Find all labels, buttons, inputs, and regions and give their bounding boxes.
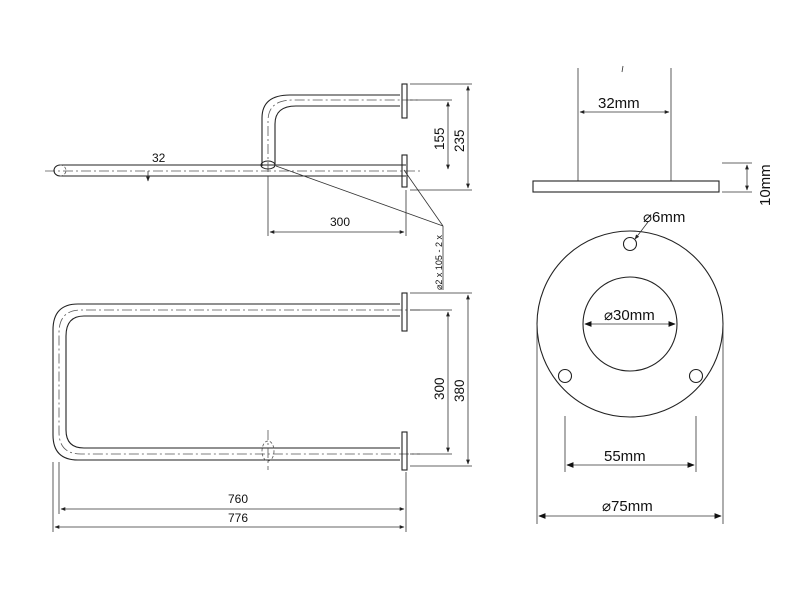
dim-thick-label: 10mm	[757, 164, 774, 206]
dim-diameter-label: ⌀75mm	[602, 498, 653, 515]
front-flange-upper	[401, 292, 408, 332]
dim-length-inner-label: 760	[228, 492, 248, 506]
screw-hole-top	[622, 236, 638, 252]
screw-leader-1	[275, 165, 444, 227]
tube-end-cap	[53, 164, 61, 177]
flange-upper	[401, 83, 408, 119]
tube-end-hidden	[59, 164, 67, 177]
dim-hole-label: ⌀6mm	[643, 209, 685, 226]
u-bar-outer	[52, 303, 400, 461]
dim-front-inner-label: 300	[432, 377, 447, 400]
flange-front-view: ⌀6mm ⌀30mm 55mm ⌀75mm	[536, 209, 724, 524]
screw-leader-2	[403, 169, 444, 227]
upper-arm-centerline	[267, 99, 420, 172]
dim-depth-label: 300	[330, 215, 350, 229]
dim-length-outer-label: 776	[228, 511, 248, 525]
screw-hole-right	[688, 368, 704, 384]
dim-height-inner-label: 155	[432, 127, 447, 150]
top-view: 32 300 155 235 ⌀2 x 105 - 2 x	[45, 83, 472, 290]
u-bar-centerline	[58, 309, 420, 455]
tube-break-mark	[621, 65, 624, 73]
dim-hole-leader	[634, 221, 649, 240]
front-flange-lower	[401, 431, 408, 471]
upper-arm-inner	[274, 105, 400, 166]
screw-hole-left	[557, 368, 573, 384]
flange-side-view: 32mm 10mm	[532, 65, 774, 206]
screw-spec-label: ⌀2 x 105 - 2 x	[434, 235, 444, 290]
flange-lower	[401, 154, 408, 188]
upper-arm-outer	[261, 94, 400, 166]
dim-height-outer-label: 235	[452, 129, 467, 152]
dim-tube-width-label: 32mm	[598, 95, 640, 112]
u-bar-inner	[65, 315, 400, 449]
flange-bore-circle	[582, 276, 678, 372]
front-view: 300 380 760 776	[52, 292, 472, 532]
dim-front-outer-label: 380	[452, 379, 467, 402]
dim-bore-label: ⌀30mm	[604, 307, 655, 324]
joint-ellipse	[260, 160, 276, 170]
flange-plate-side	[532, 180, 720, 193]
dim-spacing-label: 55mm	[604, 448, 646, 465]
dim-tube-label: 32	[152, 151, 166, 165]
